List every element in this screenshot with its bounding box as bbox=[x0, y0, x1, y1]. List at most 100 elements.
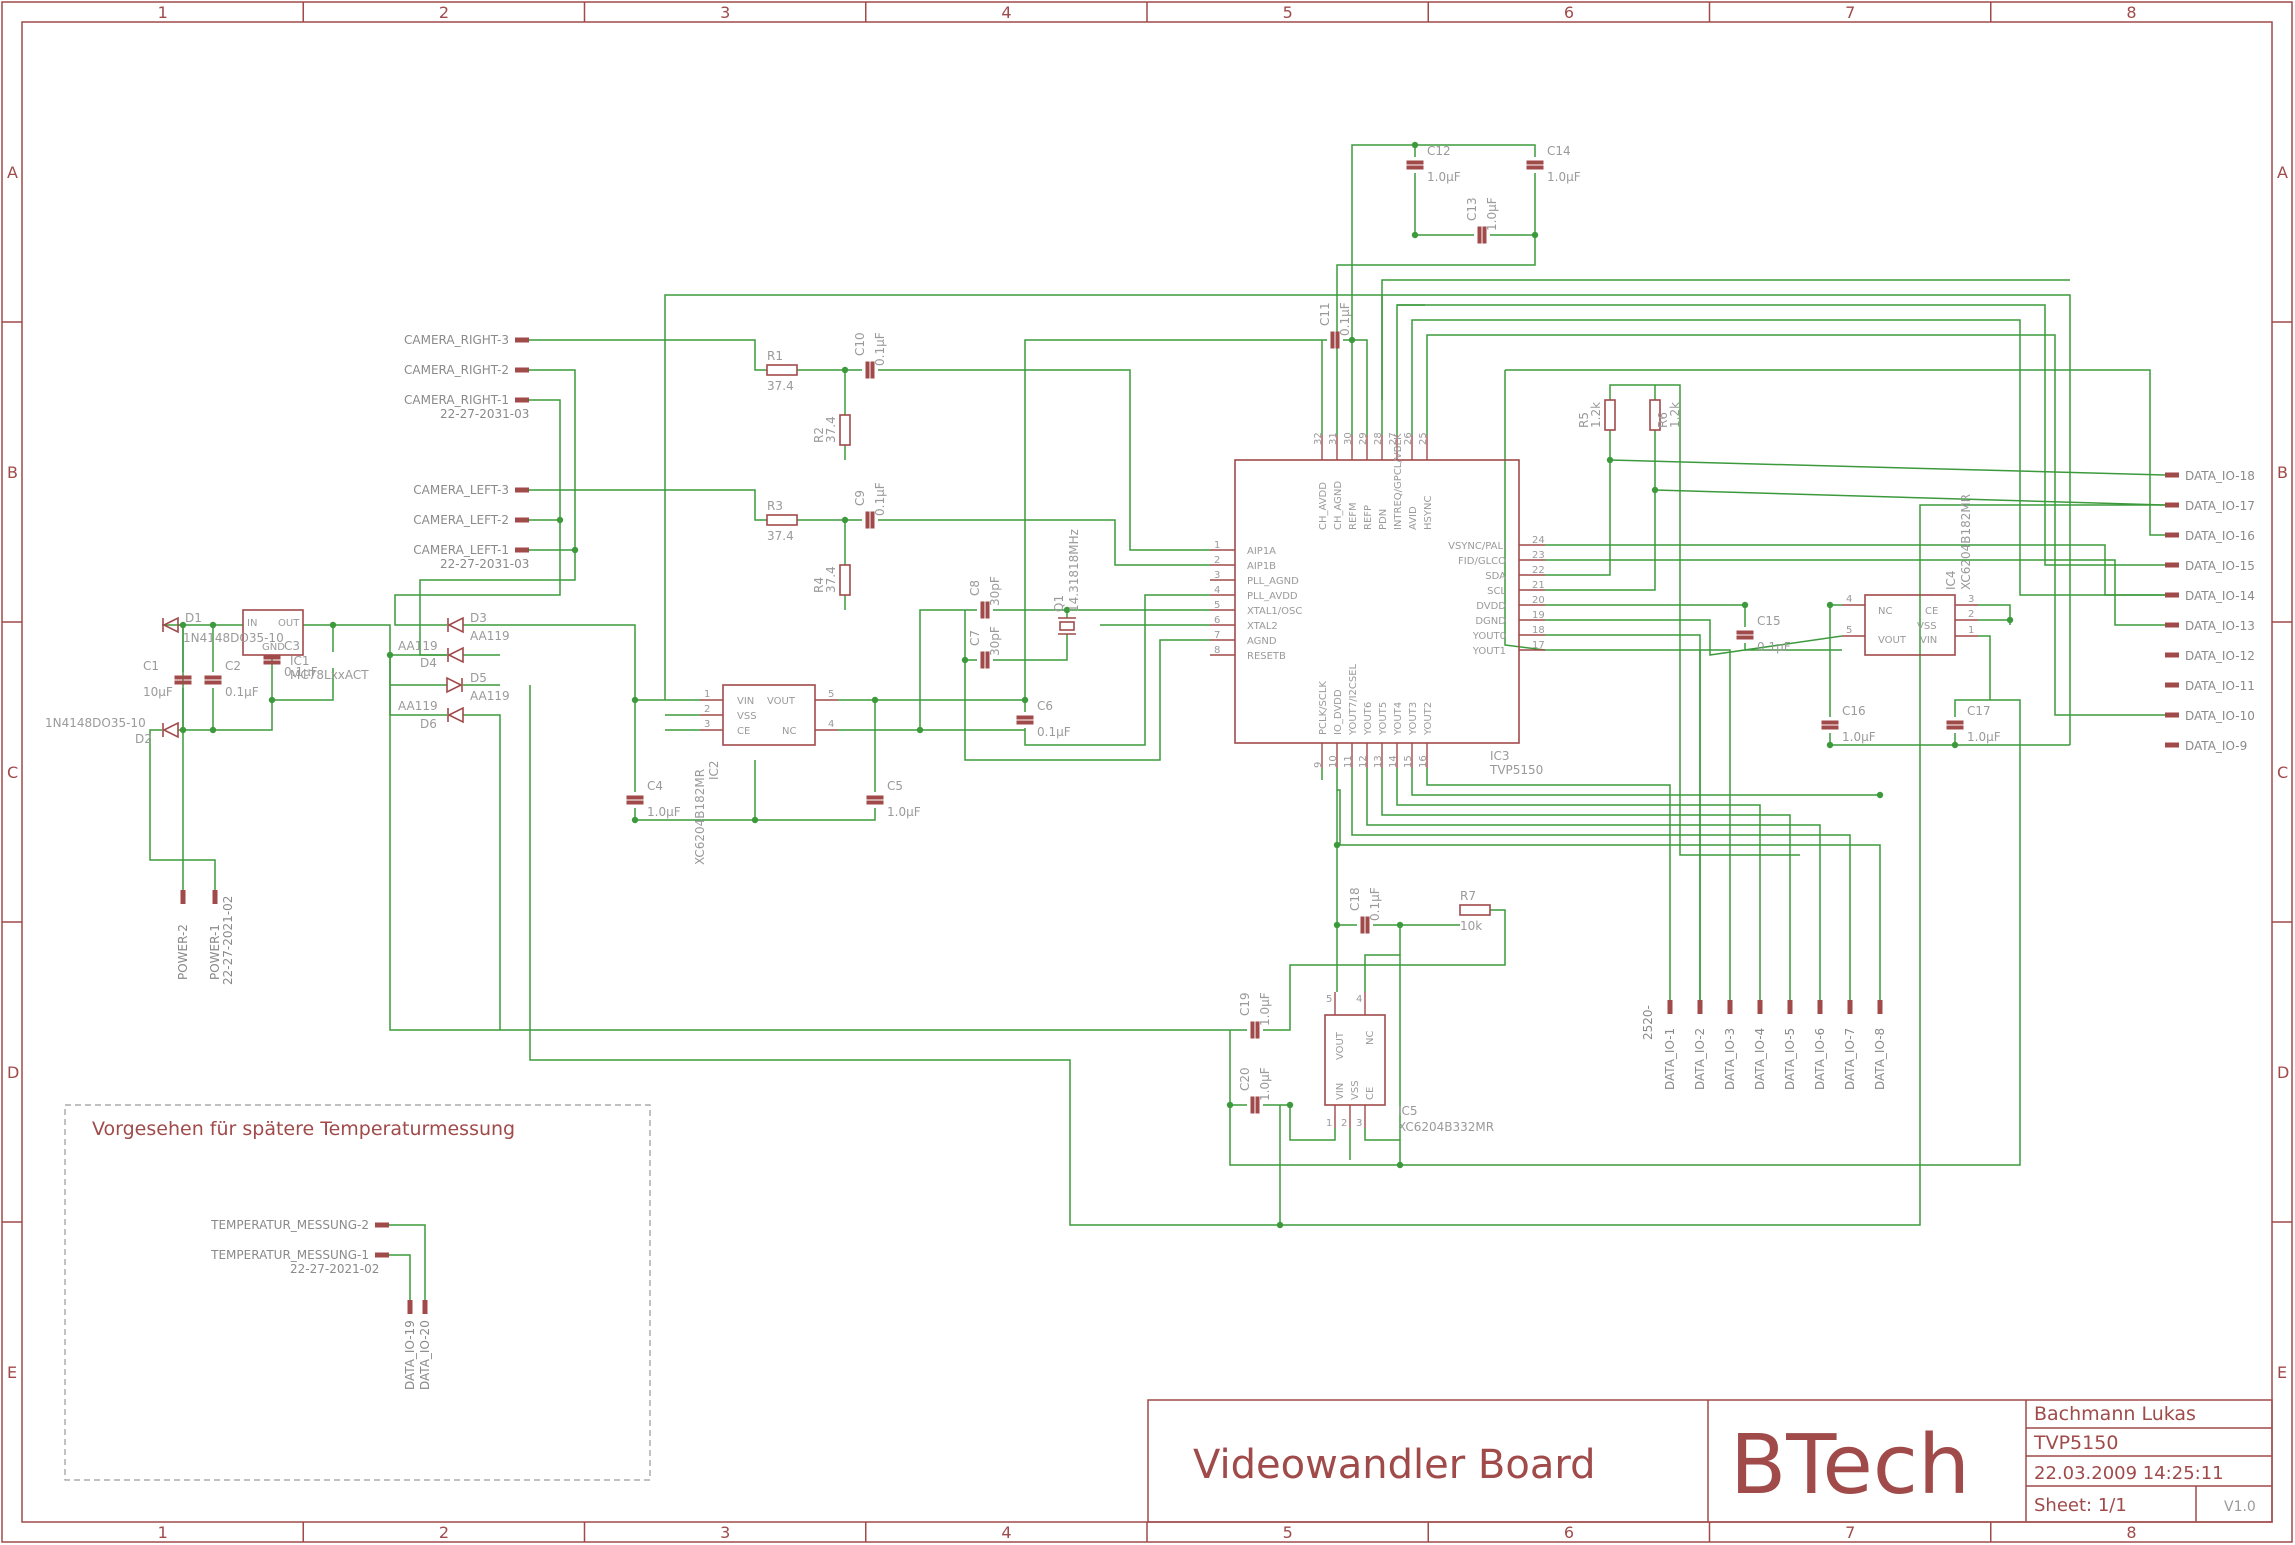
capacitor-value: 0.1µF bbox=[1338, 302, 1352, 336]
temperatur-messung-2-pad[interactable]: TEMPERATUR_MESSUNG-2 bbox=[210, 1218, 389, 1232]
power-1-pad[interactable]: POWER-1 bbox=[208, 890, 222, 980]
ic4-value: XC6204B182MR bbox=[1959, 494, 1973, 590]
data-io-bottom-pad[interactable]: DATA_IO-5 bbox=[1783, 1000, 1797, 1090]
data-io-19-pad[interactable]: DATA_IO-19 bbox=[403, 1300, 417, 1390]
diode-d4[interactable] bbox=[447, 646, 464, 664]
temperatur-messung-1-pad[interactable]: TEMPERATUR_MESSUNG-1 bbox=[210, 1248, 389, 1262]
data-io-bottom-pad[interactable]: DATA_IO-7 bbox=[1843, 1000, 1857, 1090]
data-io-bottom-pad[interactable]: DATA_IO-1 bbox=[1663, 1000, 1677, 1090]
data-io-right-pad[interactable]: DATA_IO-13 bbox=[2165, 619, 2255, 633]
junction-dot bbox=[841, 366, 849, 374]
ic2-num-1: 1 bbox=[704, 689, 710, 700]
diode-d3[interactable] bbox=[447, 616, 464, 634]
data-io-20-pad[interactable]: DATA_IO-20 bbox=[418, 1300, 432, 1390]
diode-d1[interactable] bbox=[162, 616, 179, 634]
data-io-right-pad[interactable]: DATA_IO-18 bbox=[2165, 469, 2255, 483]
pad-label: DATA_IO-7 bbox=[1843, 1028, 1857, 1090]
capacitor-c3[interactable]: C30.1µF bbox=[263, 639, 318, 679]
wire bbox=[529, 489, 767, 521]
wire bbox=[1505, 369, 2165, 536]
data-io-bottom-pad[interactable]: DATA_IO-3 bbox=[1723, 1000, 1737, 1090]
camera-left-pad[interactable]: CAMERA_LEFT-3 bbox=[413, 483, 529, 497]
resistor-value: 37.4 bbox=[767, 379, 794, 393]
data-io-bottom-pad[interactable]: DATA_IO-4 bbox=[1753, 1000, 1767, 1090]
camera-right-pad[interactable]: CAMERA_RIGHT-1 bbox=[404, 393, 529, 407]
wire bbox=[389, 655, 500, 1031]
capacitor-c5[interactable]: C51.0µF bbox=[866, 779, 921, 819]
ic3-left-pin-num: 8 bbox=[1214, 645, 1220, 656]
col-label-top: 1 bbox=[158, 3, 168, 22]
ic5-regulator[interactable]: VOUT NC VIN VSS CE 5 4 1 2 3 IC5 XC6204B… bbox=[1324, 992, 1494, 1134]
junction-dot bbox=[631, 816, 639, 824]
data-io-bottom-pad[interactable]: DATA_IO-2 bbox=[1693, 1000, 1707, 1090]
data-io-right-pad[interactable]: DATA_IO-14 bbox=[2165, 589, 2255, 603]
wire bbox=[1411, 768, 1880, 796]
data-io-right-pad[interactable]: DATA_IO-15 bbox=[2165, 559, 2255, 573]
diode-d6[interactable] bbox=[447, 706, 464, 724]
capacitor-c4[interactable]: C41.0µF bbox=[626, 779, 681, 819]
data-io-right-pad[interactable]: DATA_IO-11 bbox=[2165, 679, 2255, 693]
data-io-right-pad[interactable]: DATA_IO-17 bbox=[2165, 499, 2255, 513]
ic5-num-2: 2 bbox=[1341, 1118, 1347, 1129]
col-label-bottom: 1 bbox=[158, 1523, 168, 1542]
capacitor-name: C19 bbox=[1238, 992, 1252, 1016]
row-label-right: E bbox=[2277, 1363, 2287, 1382]
ic2-pin-nc: NC bbox=[782, 726, 796, 737]
camera-right-pad[interactable]: CAMERA_RIGHT-2 bbox=[404, 363, 529, 377]
ic3-top-pin-num: 26 bbox=[1403, 432, 1414, 445]
capacitor-c6[interactable]: C60.1µF bbox=[1016, 699, 1071, 739]
col-label-top: 8 bbox=[2126, 3, 2136, 22]
col-label-bottom: 2 bbox=[439, 1523, 449, 1542]
wire bbox=[1366, 768, 1821, 1000]
data-io-bottom-pad[interactable]: DATA_IO-6 bbox=[1813, 1000, 1827, 1090]
resistor-r5[interactable]: R51.2k bbox=[1577, 399, 1616, 431]
ic2-regulator[interactable]: VIN VSS CE VOUT NC 1 2 3 5 4 XC6204B182M… bbox=[693, 684, 838, 865]
data-io-right-pad[interactable]: DATA_IO-9 bbox=[2165, 739, 2247, 753]
camera-left-pad[interactable]: CAMERA_LEFT-1 bbox=[413, 543, 529, 557]
pad-label: DATA_IO-19 bbox=[403, 1320, 417, 1390]
ic3-top-pin-num: 27 bbox=[1388, 432, 1399, 445]
data-io-right-pad[interactable]: DATA_IO-10 bbox=[2165, 709, 2255, 723]
camera-right-pad[interactable]: CAMERA_RIGHT-3 bbox=[404, 333, 529, 347]
resistor-r6[interactable]: R61.2k bbox=[1649, 399, 1682, 431]
ic4-pin-vin: VIN bbox=[1920, 635, 1937, 646]
data-io-bottom-pad[interactable]: DATA_IO-8 bbox=[1873, 1000, 1887, 1090]
wire bbox=[1426, 768, 1671, 1000]
power-2-pad[interactable]: POWER-2 bbox=[176, 890, 190, 980]
diode-d5[interactable] bbox=[446, 676, 463, 694]
diode-d2[interactable] bbox=[162, 721, 179, 739]
ic1-regulator[interactable]: IN OUT GND IC1 MC78LxxACT bbox=[242, 609, 369, 682]
capacitor-c2[interactable]: C20.1µF bbox=[204, 659, 259, 699]
ic4-num-5: 5 bbox=[1846, 625, 1852, 636]
ic4-regulator[interactable]: NC VOUT CE VSS VIN 4 5 3 2 1 XC6204B182M… bbox=[1842, 494, 1978, 656]
ic3-left-pin-num: 1 bbox=[1214, 540, 1220, 551]
capacitor-value: 0.1µF bbox=[1368, 887, 1382, 921]
data-io-right-pad[interactable]: DATA_IO-12 bbox=[2165, 649, 2255, 663]
ic3-tvp5150[interactable]: AIP1A1AIP1B2PLL_AGND3PLL_AVDD4XTAL1/OSC5… bbox=[1210, 432, 1545, 777]
data-io-right-pad[interactable]: DATA_IO-16 bbox=[2165, 529, 2255, 543]
ic3-top-pin-label: CH_AGND bbox=[1333, 481, 1344, 530]
camera-left-pad[interactable]: CAMERA_LEFT-2 bbox=[413, 513, 529, 527]
